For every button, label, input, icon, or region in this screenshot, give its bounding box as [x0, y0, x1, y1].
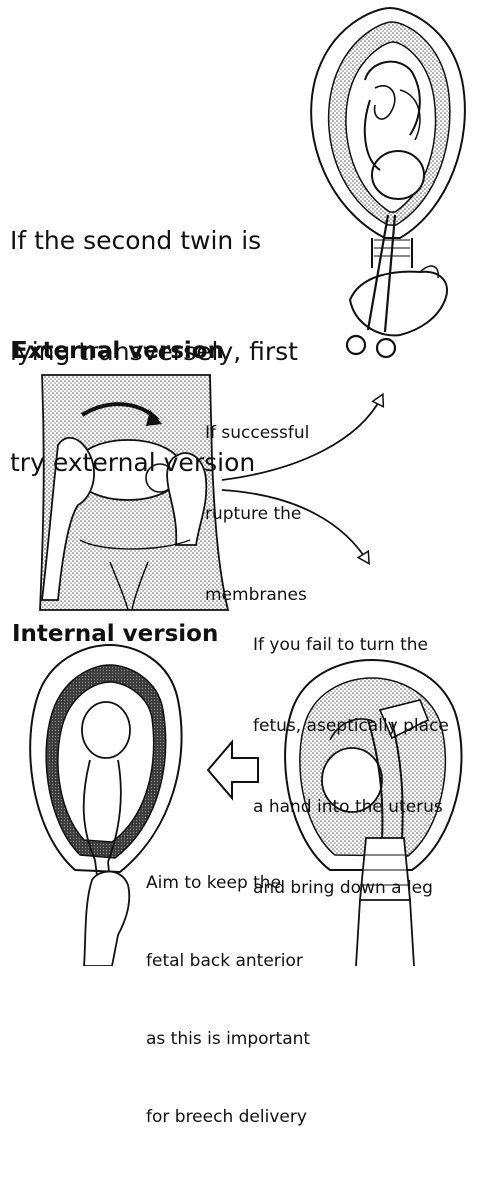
- hollow-left-arrow: [208, 742, 258, 798]
- aim-note-line-1: Aim to keep the: [146, 870, 310, 896]
- fail-note-line-3: a hand into the uterus: [253, 794, 449, 821]
- aim-note-line-2: fetal back anterior: [146, 948, 310, 974]
- aim-note: Aim to keep the fetal back anterior as t…: [146, 818, 310, 1182]
- fail-note-line-2: fetus, aseptically place: [253, 713, 449, 740]
- uterus-membrane-rupture-illustration: [311, 8, 465, 357]
- internal-version-heading: Internal version: [12, 620, 218, 648]
- fail-note-line-1: If you fail to turn the: [253, 632, 449, 659]
- success-note-line-1: If successful: [205, 420, 309, 447]
- intro-line-1: If the second twin is: [10, 222, 298, 259]
- diagram-canvas: If the second twin is lying transversely…: [0, 0, 489, 966]
- external-version-heading: External version: [12, 337, 224, 365]
- success-note-line-2: rupture the: [205, 501, 309, 528]
- aim-note-line-4: for breech delivery: [146, 1104, 310, 1130]
- aim-note-line-3: as this is important: [146, 1026, 310, 1052]
